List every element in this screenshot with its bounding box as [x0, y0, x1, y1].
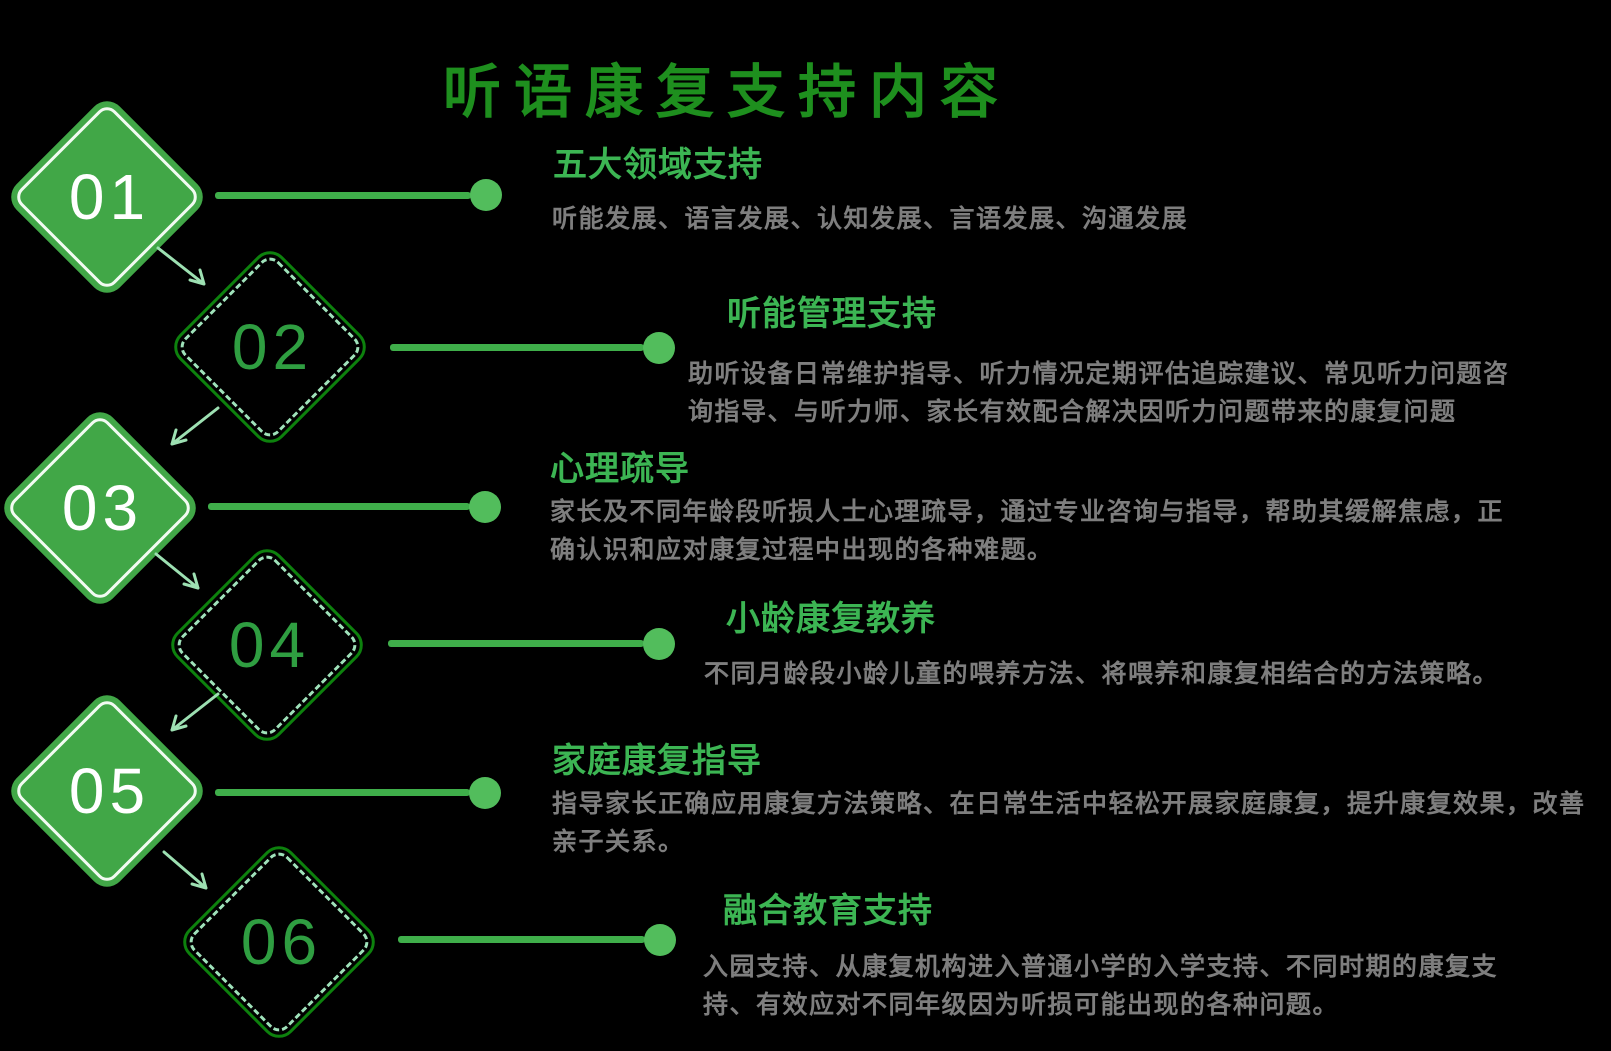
step-06-body: 入园支持、从康复机构进入普通小学的入学支持、不同时期的康复支 持、有效应对不同年… [703, 953, 1499, 1019]
connector-line [388, 640, 644, 647]
page-title: 听语康复支持内容 [443, 59, 1012, 125]
flow-arrow-icon [170, 692, 220, 732]
connector-dot [643, 332, 675, 364]
flow-arrow-icon [154, 552, 200, 590]
step-04-number: 04 [228, 609, 311, 681]
connector-dot [643, 628, 675, 660]
step-03-number: 03 [61, 472, 144, 544]
step-02-heading: 听能管理支持 [727, 295, 937, 333]
connector-dot [469, 777, 501, 809]
step-01-heading: 五大领域支持 [553, 146, 763, 184]
step-01-number: 01 [68, 161, 151, 233]
flow-arrow-icon [162, 850, 208, 890]
step-03-diamond: 03 [0, 404, 204, 612]
step-04-diamond: 04 [163, 541, 371, 749]
connector-dot [644, 924, 676, 956]
step-02-number: 02 [231, 311, 314, 383]
step-03-body: 家长及不同年龄段听损人士心理疏导，通过专业咨询与指导，帮助其缓解焦虑，正 确认识… [550, 498, 1505, 564]
connector-line [390, 344, 644, 351]
step-06-heading: 融合教育支持 [723, 892, 933, 930]
step-01-body: 听能发展、语言发展、认知发展、言语发展、沟通发展 [552, 205, 1189, 233]
flow-arrow-icon [170, 406, 220, 446]
connector-dot [470, 179, 502, 211]
step-05-number: 05 [68, 755, 151, 827]
step-01-diamond: 01 [3, 93, 211, 301]
step-02-body: 助听设备日常维护指导、听力情况定期评估追踪建议、常见听力问题咨 询指导、与听力师… [688, 360, 1510, 426]
connector-line [215, 192, 471, 199]
step-04-heading: 小龄康复教养 [726, 600, 936, 638]
connector-line [215, 789, 470, 796]
step-04-body: 不同月龄段小龄儿童的喂养方法、将喂养和康复相结合的方法策略。 [704, 660, 1500, 688]
step-06-number: 06 [240, 906, 323, 978]
step-05-body: 指导家长正确应用康复方法策略、在日常生活中轻松开展家庭康复，提升康复效果，改善 … [552, 790, 1586, 856]
step-05-diamond: 05 [3, 687, 211, 895]
connector-line [398, 936, 645, 943]
connector-line [208, 503, 470, 510]
step-02-diamond: 02 [166, 243, 374, 451]
step-06-diamond: 06 [175, 838, 383, 1046]
step-05-heading: 家庭康复指导 [552, 742, 762, 780]
connector-dot [469, 491, 501, 523]
step-03-heading: 心理疏导 [550, 450, 690, 488]
flow-arrow-icon [156, 246, 206, 286]
